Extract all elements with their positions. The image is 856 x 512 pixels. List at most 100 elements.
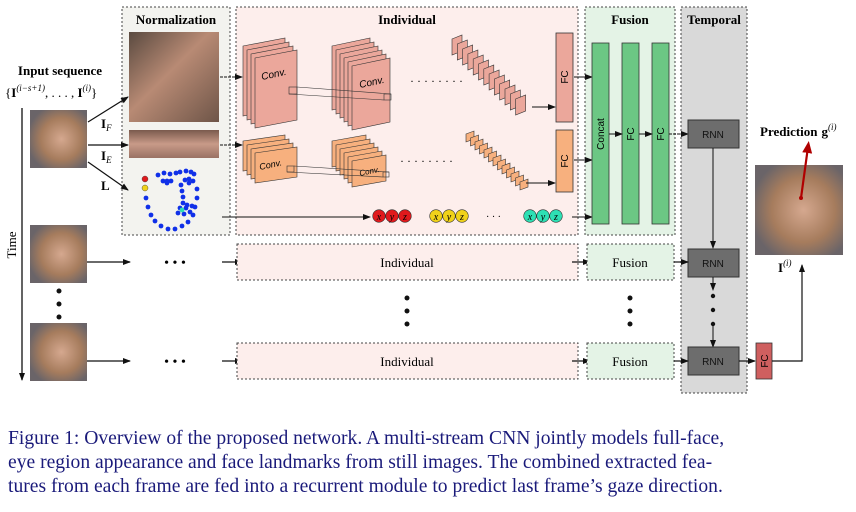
- landmark-point: [181, 211, 187, 217]
- landmark-point: [185, 219, 191, 225]
- landmark-point: [173, 170, 179, 176]
- landmark-point: [187, 209, 193, 215]
- landmark-point: [155, 172, 161, 178]
- landmark-point: [180, 194, 186, 200]
- figure-caption: Figure 1: Overview of the proposed netwo…: [8, 427, 850, 499]
- temporal-title: Temporal: [687, 12, 741, 27]
- landmark-component-label: y: [540, 212, 546, 223]
- landmark-point: [194, 195, 200, 201]
- face-conv-layer-1: [242, 37, 298, 129]
- fusion-title: Fusion: [611, 12, 649, 27]
- caption-line-2: eye region appearance and face landmarks…: [8, 452, 713, 473]
- landmark-point: [164, 180, 170, 186]
- landmark-component-label: z: [402, 212, 407, 223]
- landmark-point: [148, 212, 154, 218]
- eye-stream-label: IE: [101, 148, 112, 165]
- network-diagram: Normalization Individual Fusion Temporal…: [4, 6, 843, 394]
- landmark-point: [183, 168, 189, 174]
- row2-fusion-box: [586, 243, 675, 281]
- eye-conv-ellipsis: · · · · · · · ·: [400, 154, 453, 168]
- face-conv-layer-n: [451, 34, 526, 116]
- face-stream-arrow: [87, 96, 129, 123]
- landmark-component-label: x: [527, 212, 533, 223]
- landmark-component-y: [385, 209, 399, 223]
- landmark-component-x: [523, 209, 537, 223]
- rnn-label-n: RNN: [702, 357, 724, 368]
- landmark-stream-arrow: [87, 161, 129, 191]
- rnn-box-1: [687, 119, 740, 149]
- landmark-point: [190, 212, 196, 218]
- face-fc-label: FC: [560, 70, 571, 83]
- landmark-point: [179, 188, 185, 194]
- concat-label: Concat: [596, 118, 607, 150]
- input-sequence-title: Input sequence: [18, 63, 102, 78]
- landmark-component-label: z: [459, 212, 464, 223]
- landmark-point: [158, 223, 164, 229]
- gaze-direction-arrow: [799, 141, 813, 199]
- caption-line-1: Figure 1: Overview of the proposed netwo…: [8, 428, 725, 449]
- eye-conv-layer-1: [242, 134, 298, 184]
- face-landmarks-plot: [143, 168, 200, 232]
- rnn-label-2: RNN: [702, 259, 724, 270]
- landmark-component-y: [442, 209, 456, 223]
- landmark-point: [180, 200, 186, 206]
- rowN-fusion-box: [586, 342, 675, 380]
- face-fc-box: [555, 32, 574, 123]
- temporal-panel: [680, 6, 748, 394]
- receptive-field-lines: [286, 86, 392, 178]
- landmark-point: [178, 182, 184, 188]
- landmark-point: [184, 202, 190, 208]
- normalized-eye-image: [129, 130, 219, 158]
- rowN-fusion-label: Fusion: [612, 354, 648, 369]
- input-set-notation: {I(i−s+1), . . . , I(i)}: [5, 83, 97, 100]
- face-conv-layer-2: [331, 37, 391, 131]
- landmark-component-label: z: [553, 212, 558, 223]
- landmark-point: [168, 178, 174, 184]
- landmark-point: [179, 223, 185, 229]
- rnn-ellipsis-vertical: [710, 293, 716, 327]
- prediction-frame-image: [755, 165, 843, 255]
- landmark-component-label: y: [446, 212, 452, 223]
- row2-individual-box: [236, 243, 579, 281]
- normalization-title: Normalization: [136, 12, 217, 27]
- row2-fusion-label: Fusion: [612, 255, 648, 270]
- normalized-face-image: [129, 32, 219, 122]
- conv-feature-map: [254, 49, 298, 129]
- landmark-point: [145, 204, 151, 210]
- landmark-point: [190, 178, 196, 184]
- landmark-stream-label: L: [101, 178, 110, 193]
- time-label: Time: [4, 231, 19, 258]
- landmark-component-y: [536, 209, 550, 223]
- eye-fc-label: FC: [560, 154, 571, 167]
- eye-fc-box: [555, 129, 574, 193]
- eye-conv-layer-2: [331, 134, 387, 188]
- landmark-component-x: [429, 209, 443, 223]
- conv-feature-map: [515, 94, 526, 116]
- landmark-point: [182, 177, 188, 183]
- landmark-component-z: [455, 209, 469, 223]
- eye-conv-label-1: Conv.: [258, 157, 282, 172]
- output-fc-label: FC: [760, 354, 771, 367]
- conv-feature-map: [254, 146, 298, 184]
- landmark-red-dot: [141, 175, 149, 183]
- landmark-point: [186, 176, 192, 182]
- landmark-point: [186, 180, 192, 186]
- landmark-point: [161, 170, 167, 176]
- fusion-ellipsis-vertical: [627, 295, 633, 327]
- prediction-frame-label: I(i): [778, 258, 792, 275]
- individual-ellipsis-vertical: [404, 295, 410, 327]
- landmark-component-label: y: [389, 212, 395, 223]
- individual-title: Individual: [378, 12, 436, 27]
- eye-conv-label-2: Conv.: [359, 165, 381, 178]
- eye-conv-layer-n: [465, 130, 529, 191]
- landmark-point: [165, 226, 171, 232]
- face-conv-ellipsis: · · · · · · · ·: [410, 74, 463, 88]
- face-conv-label-1: Conv.: [260, 67, 287, 83]
- caption-line-3: tures from each frame are fed into a rec…: [8, 476, 723, 497]
- face-conv-label-2: Conv.: [358, 75, 385, 91]
- landmark-point: [189, 203, 195, 209]
- output-to-prediction-arrow: [772, 264, 805, 362]
- rnn-label-1: RNN: [702, 130, 724, 141]
- fusion-fc-label-2: FC: [656, 127, 667, 140]
